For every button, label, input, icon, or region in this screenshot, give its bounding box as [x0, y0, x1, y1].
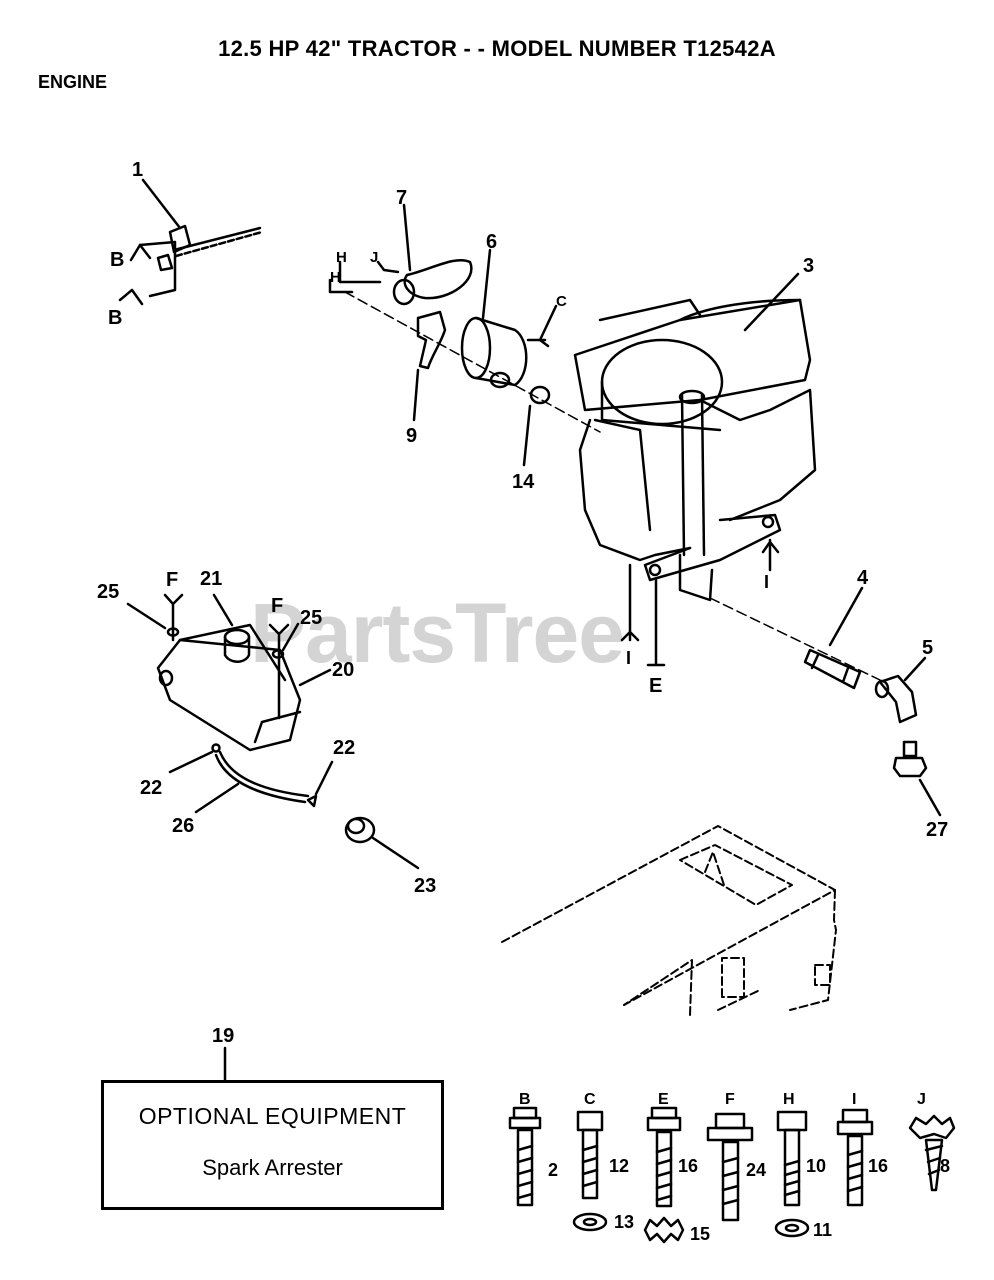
tractor-frame [501, 825, 837, 1016]
f-ref-marker-1 [163, 593, 184, 642]
callout-14: 14 [512, 471, 535, 493]
fuel-tank-part [156, 623, 332, 752]
callout-22b: 22 [333, 737, 355, 759]
ref-i-1: I [764, 572, 769, 592]
fuel-cap-part [212, 593, 251, 663]
legend-letter-j: J [917, 1091, 926, 1108]
e-ref-marker [646, 578, 666, 667]
f-ref-marker-2 [268, 623, 290, 720]
bracket-part [412, 310, 447, 422]
engine-part [573, 272, 817, 602]
optional-equipment-heading: OPTIONAL EQUIPMENT [138, 1103, 407, 1129]
legend-letter-i: I [852, 1091, 856, 1108]
legend-letter-b: B [519, 1091, 531, 1108]
callout-25b: 25 [300, 607, 322, 629]
ref-f-1: F [166, 569, 178, 591]
bolt-e [643, 1106, 685, 1244]
ref-i-2: I [626, 648, 631, 668]
diagram-title: 12.5 HP 42" TRACTOR - - MODEL NUMBER T12… [218, 36, 776, 61]
legend-part-j: 8 [940, 1156, 950, 1176]
elbow-fitting-part [874, 656, 927, 724]
legend-part-h: 10 [806, 1156, 826, 1176]
legend-part-f: 24 [746, 1160, 766, 1180]
legend-letter-h: H [783, 1091, 795, 1108]
callout-1: 1 [132, 159, 143, 181]
bolt-b [508, 1106, 542, 1207]
oil-drain-pipe-part [803, 586, 864, 690]
ref-e: E [649, 675, 662, 697]
screw-j [908, 1114, 956, 1192]
j-ref-marker [376, 260, 400, 274]
grommet-part [344, 816, 420, 870]
callout-5: 5 [922, 637, 933, 659]
ref-h-2: H [330, 269, 341, 286]
legend-part-e: 16 [678, 1156, 698, 1176]
callout-19: 19 [212, 1025, 234, 1047]
legend-washer-c: 13 [614, 1212, 634, 1232]
legend-part-c: 12 [609, 1156, 629, 1176]
ref-j: J [370, 249, 378, 266]
washer-25b-part [271, 622, 300, 659]
callout-27: 27 [926, 819, 948, 841]
i-ref-marker-1 [761, 538, 780, 572]
bolt-h [774, 1110, 810, 1238]
b-ref-marker-2 [118, 288, 144, 306]
callout-4: 4 [857, 567, 869, 589]
spacer-part [522, 385, 551, 467]
callout-25a: 25 [97, 581, 119, 603]
callout-9: 9 [406, 425, 417, 447]
callout-6: 6 [486, 231, 497, 253]
c-ref-marker [526, 304, 558, 348]
callout-3: 3 [803, 255, 814, 277]
legend-part-i: 16 [868, 1156, 888, 1176]
ref-h-1: H [336, 249, 347, 266]
ref-b-2: B [108, 307, 122, 329]
legend-letter-e: E [658, 1091, 669, 1108]
watermark: PartsTree [250, 586, 625, 680]
drain-plug-part [892, 740, 942, 817]
spark-arrester-label: Spark Arrester [202, 1155, 343, 1180]
h-ref-marker-1 [338, 260, 382, 284]
centerline-2 [709, 597, 881, 681]
legend-letter-c: C [584, 1091, 596, 1108]
bolt-f [706, 1112, 754, 1222]
ref-c: C [556, 293, 567, 310]
legend-letter-f: F [725, 1091, 735, 1108]
fuel-line-part [168, 743, 334, 814]
air-filter-part [460, 248, 528, 389]
callout-22a: 22 [140, 777, 162, 799]
b-ref-marker-1 [129, 243, 152, 262]
ref-f-2: F [271, 595, 283, 617]
throttle-control-part [138, 178, 264, 298]
callout-21: 21 [200, 568, 222, 590]
legend-washer-e: 15 [690, 1224, 710, 1244]
hose-clamp-part [392, 203, 473, 306]
bolt-i [836, 1108, 874, 1207]
bolt-c [572, 1110, 608, 1232]
optional-equipment-box: OPTIONAL EQUIPMENT Spark Arrester [101, 1080, 444, 1210]
callout-26: 26 [172, 815, 194, 837]
callout-23: 23 [414, 875, 436, 897]
centerline [344, 291, 601, 433]
legend-part-b: 2 [548, 1160, 558, 1180]
h-ref-marker-2 [328, 278, 354, 294]
washer-25a-part [126, 602, 180, 637]
section-title: ENGINE [38, 72, 108, 92]
callout-7: 7 [396, 187, 407, 209]
i-ref-marker-2 [620, 563, 640, 642]
ref-b-1: B [110, 249, 124, 271]
legend-washer-h: 11 [813, 1220, 832, 1240]
callout-20: 20 [332, 659, 354, 681]
